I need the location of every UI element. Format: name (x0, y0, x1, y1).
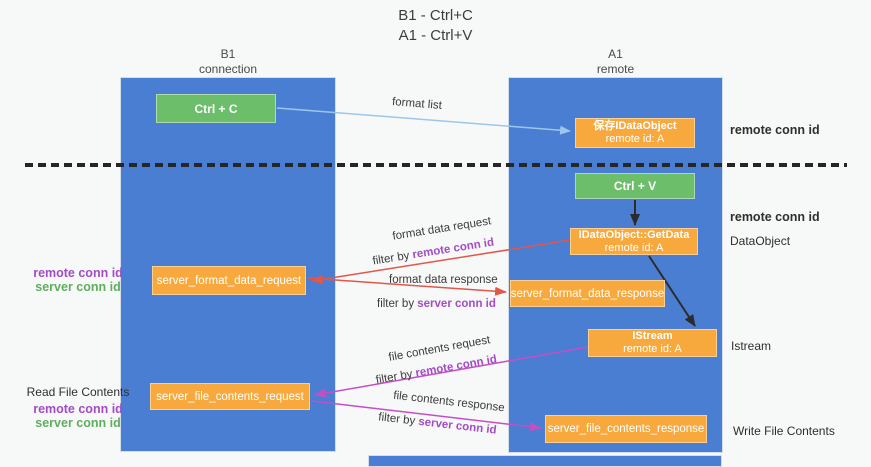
node-server-format-data-response: server_format_data_response (510, 280, 665, 307)
lifeline-left-header: B1 connection (120, 47, 336, 77)
node-server-file-contents-request-label: server_file_contents_request (156, 390, 304, 403)
node-idataobject-getdata-line1: IDataObject::GetData (578, 228, 690, 241)
partial-lifeline-bottom (368, 455, 722, 467)
filter-by-value: remote conn id (411, 236, 495, 262)
file-contents-response-label: file contents response (392, 389, 506, 415)
dataobject-label: DataObject (730, 234, 791, 248)
lifeline-left-title: B1 (220, 47, 236, 61)
filter-by-prefix: filter by (371, 249, 414, 268)
format-list-label: format list (391, 96, 443, 112)
lifeline-right-header: A1 remote (508, 47, 723, 77)
node-server-file-contents-response: server_file_contents_response (545, 415, 707, 443)
filter-by-prefix: filter by (377, 298, 418, 310)
file-contents-response-filter-label: filter by server conn id (378, 411, 497, 436)
title-line-2: A1 - Ctrl+V (398, 27, 473, 44)
title-line-1: B1 - Ctrl+C (398, 7, 473, 24)
remote-conn-id-label: remote conn id (33, 266, 123, 280)
remote-conn-id-top-label: remote conn id (730, 123, 820, 137)
node-server-file-contents-response-label: server_file_contents_response (547, 423, 705, 435)
format-data-response-label: format data response (389, 274, 498, 286)
node-server-format-data-request: server_format_data_request (152, 266, 306, 295)
lifeline-left-subtitle: connection (198, 62, 258, 76)
node-save-dataobject: 保存IDataObject remote id: A (575, 118, 695, 148)
node-istream-line2: remote id: A (623, 343, 682, 355)
diagram-title: B1 - Ctrl+C A1 - Ctrl+V (0, 6, 871, 46)
node-server-format-data-response-label: server_format_data_response (510, 287, 665, 300)
write-file-contents-label: Write File Contents (733, 424, 835, 438)
node-server-file-contents-request: server_file_contents_request (150, 383, 310, 410)
node-ctrl-c: Ctrl + C (156, 94, 276, 123)
node-idataobject-getdata: IDataObject::GetData remote id: A (570, 228, 698, 255)
filter-by-prefix: filter by (374, 367, 417, 387)
node-save-dataobject-line2: remote id: A (605, 133, 665, 145)
node-save-dataobject-line1: 保存IDataObject (593, 120, 677, 132)
filter-by-prefix: filter by (377, 411, 420, 428)
format-data-request-filter-label: filter by remote conn id (372, 236, 495, 267)
node-server-format-data-request-label: server_format_data_request (156, 274, 302, 287)
filter-by-value: remote conn id (414, 353, 498, 380)
node-ctrl-c-label: Ctrl + C (194, 101, 238, 116)
node-idataobject-getdata-line2: remote id: A (604, 241, 664, 254)
server-conn-id-label: server conn id (35, 416, 121, 430)
lifeline-right-subtitle: remote (596, 62, 635, 76)
node-ctrl-v: Ctrl + V (575, 173, 695, 199)
filter-by-value: server conn id (417, 415, 498, 437)
node-ctrl-v-label: Ctrl + V (613, 179, 657, 193)
remote-conn-id-label: remote conn id (33, 402, 123, 416)
lifeline-right-title: A1 (608, 47, 623, 61)
server-conn-id-label: server conn id (35, 280, 121, 294)
format-data-response-filter-label: filter by server conn id (377, 298, 496, 310)
left-bottom-conn-ids: remote conn id server conn id (22, 402, 134, 430)
left-mid-conn-ids: remote conn id server conn id (22, 266, 134, 294)
node-istream: IStream remote id: A (588, 329, 717, 357)
remote-conn-id-mid-label: remote conn id (730, 210, 820, 224)
istream-label: Istream (731, 339, 772, 353)
filter-by-value: server conn id (417, 298, 496, 310)
read-file-contents-label: Read File Contents (26, 385, 130, 399)
node-istream-line1: IStream (632, 330, 673, 342)
